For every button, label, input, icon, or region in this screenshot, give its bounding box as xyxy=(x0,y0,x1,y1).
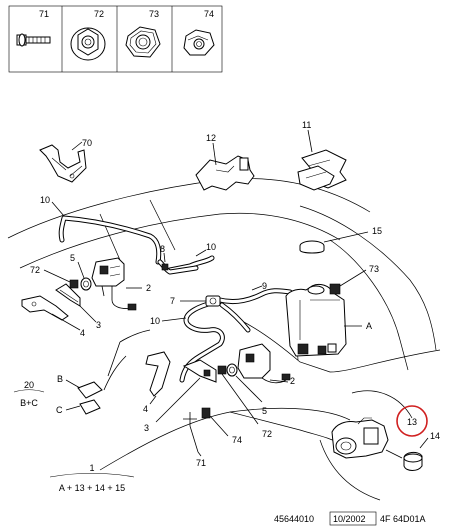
callout-10-lower: 10 xyxy=(150,316,160,326)
bolt-icon xyxy=(16,33,51,47)
clip-wire xyxy=(103,355,127,391)
washer-jet-2-right xyxy=(237,343,291,384)
callout-12: 12 xyxy=(206,133,216,143)
footer-reference: 45644010 10/2002 4F 64D01A xyxy=(274,511,426,526)
callout-74: 74 xyxy=(232,435,242,445)
callout-4-lower: 4 xyxy=(143,404,148,414)
callout-11: 11 xyxy=(302,120,311,130)
callout-C: C xyxy=(56,405,63,415)
callout-15: 15 xyxy=(372,226,382,236)
nut-74 xyxy=(201,407,229,437)
fastener-row: 71 72 73 74 xyxy=(8,5,223,73)
hose-9 xyxy=(217,288,293,333)
seal-5-right xyxy=(226,363,238,377)
set-20-number: 20 xyxy=(24,380,34,390)
bracket-3-upper xyxy=(55,283,81,307)
clip-12 xyxy=(195,155,255,191)
cover-B xyxy=(77,381,103,399)
callout-9: 9 xyxy=(262,281,267,291)
callout-4-upper: 4 xyxy=(80,328,85,338)
cover-C xyxy=(79,399,101,415)
callout-2-lower: 2 xyxy=(290,376,295,386)
hose-10-left xyxy=(58,215,162,265)
callout-5-lower: 5 xyxy=(262,406,267,416)
callout-72-lower: 72 xyxy=(262,429,272,439)
washer-pump-13 xyxy=(331,417,389,459)
set-1-number: 1 xyxy=(89,463,94,473)
bracket-3-lower xyxy=(182,359,217,383)
washer-jet-2-left xyxy=(91,257,137,311)
nut-72-right xyxy=(217,365,227,375)
footer-code: 4F 64D01A xyxy=(380,514,426,524)
set-1-content: A + 13 + 14 + 15 xyxy=(59,483,125,493)
footer-ref-number: 45644010 xyxy=(274,514,314,524)
set-20-content: B+C xyxy=(20,398,38,408)
footer-date: 10/2002 xyxy=(333,514,366,524)
callout-13: 13 xyxy=(407,417,417,427)
callout-3-upper: 3 xyxy=(96,320,101,330)
hex-nut-icon xyxy=(125,26,161,58)
grommet-14 xyxy=(403,451,423,471)
callout-5-top: 5 xyxy=(70,253,75,263)
callout-14: 14 xyxy=(430,431,440,441)
callout-10-top-left: 10 xyxy=(40,195,50,205)
set-ref-20: 20 B+C xyxy=(13,380,45,408)
fastener-label-71: 71 xyxy=(39,9,49,19)
hose-clip xyxy=(107,329,151,377)
t-connector-7 xyxy=(205,295,221,307)
callout-72-top: 72 xyxy=(30,265,40,275)
nut-72-left xyxy=(69,279,79,289)
fastener-label-72: 72 xyxy=(94,9,104,19)
fastener-label-73: 73 xyxy=(149,9,159,19)
clip-11 xyxy=(297,149,347,191)
callout-73: 73 xyxy=(369,264,379,274)
bracket-4-lower xyxy=(145,351,171,397)
bracket-4-upper xyxy=(21,295,69,321)
hose-10-center xyxy=(167,255,215,273)
bracket-70 xyxy=(39,144,87,183)
callout-3-lower: 3 xyxy=(144,423,149,433)
callout-B: B xyxy=(57,374,63,384)
callout-10-center: 10 xyxy=(206,242,216,252)
set-ref-1: 1 A + 13 + 14 + 15 xyxy=(49,463,135,493)
connector-8 xyxy=(157,259,199,275)
fastener-label-74: 74 xyxy=(204,9,214,19)
nut-73 xyxy=(329,283,341,295)
callout-70: 70 xyxy=(82,138,92,148)
reservoir-A xyxy=(285,283,347,357)
cap-nut-icon xyxy=(183,29,215,56)
filler-cap-15 xyxy=(299,240,325,254)
hose-10-lower xyxy=(179,300,225,383)
screw-71 xyxy=(183,412,199,453)
callout-8: 8 xyxy=(160,244,165,254)
flange-nut-icon xyxy=(70,27,106,61)
callout-A: A xyxy=(366,321,372,331)
highlight-circle-13 xyxy=(396,405,428,437)
callout-71: 71 xyxy=(196,458,206,468)
seal-5-left xyxy=(80,277,92,291)
callout-2-top: 2 xyxy=(146,283,151,293)
callout-7: 7 xyxy=(170,296,175,306)
